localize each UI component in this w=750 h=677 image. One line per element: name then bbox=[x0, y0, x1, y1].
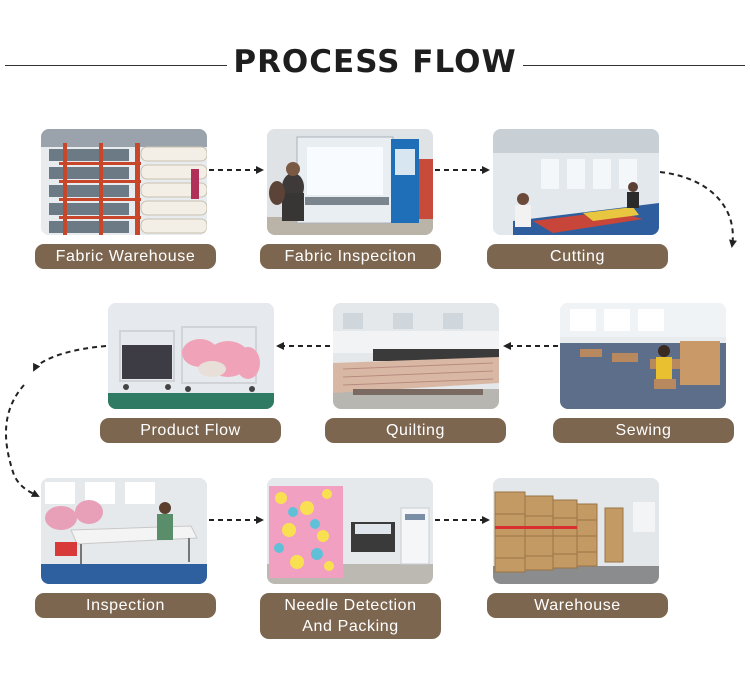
trolley-carts-photo bbox=[108, 303, 274, 409]
step-label-cutting: Cutting bbox=[487, 244, 668, 269]
step-label-product-flow: Product Flow bbox=[100, 418, 281, 443]
page-title: PROCESS FLOW bbox=[233, 44, 517, 80]
step-label-fabric-inspection: Fabric Inspeciton bbox=[260, 244, 441, 269]
title-rule-left bbox=[5, 65, 227, 66]
quilting-machine-photo bbox=[333, 303, 499, 409]
step-label-fabric-warehouse: Fabric Warehouse bbox=[35, 244, 216, 269]
step-label-quilting: Quilting bbox=[325, 418, 506, 443]
step-label-warehouse: Warehouse bbox=[487, 593, 668, 618]
fabric-rolls-photo bbox=[41, 129, 207, 235]
cutting-table-photo bbox=[493, 129, 659, 235]
connector-6-7b bbox=[5, 384, 40, 497]
title-rule-right bbox=[523, 65, 745, 66]
carton-warehouse-photo bbox=[493, 478, 659, 584]
connector-3-4 bbox=[659, 171, 737, 248]
step-label-inspection: Inspection bbox=[35, 593, 216, 618]
sewing-workshop-photo bbox=[560, 303, 726, 409]
step-label-sewing: Sewing bbox=[553, 418, 734, 443]
needle-detector-photo bbox=[267, 478, 433, 584]
inspection-table-photo bbox=[41, 478, 207, 584]
connector-6-7a bbox=[33, 345, 107, 372]
inspection-machine-photo bbox=[267, 129, 433, 235]
step-label-needle-detection-packing: Needle Detection And Packing bbox=[260, 593, 441, 639]
